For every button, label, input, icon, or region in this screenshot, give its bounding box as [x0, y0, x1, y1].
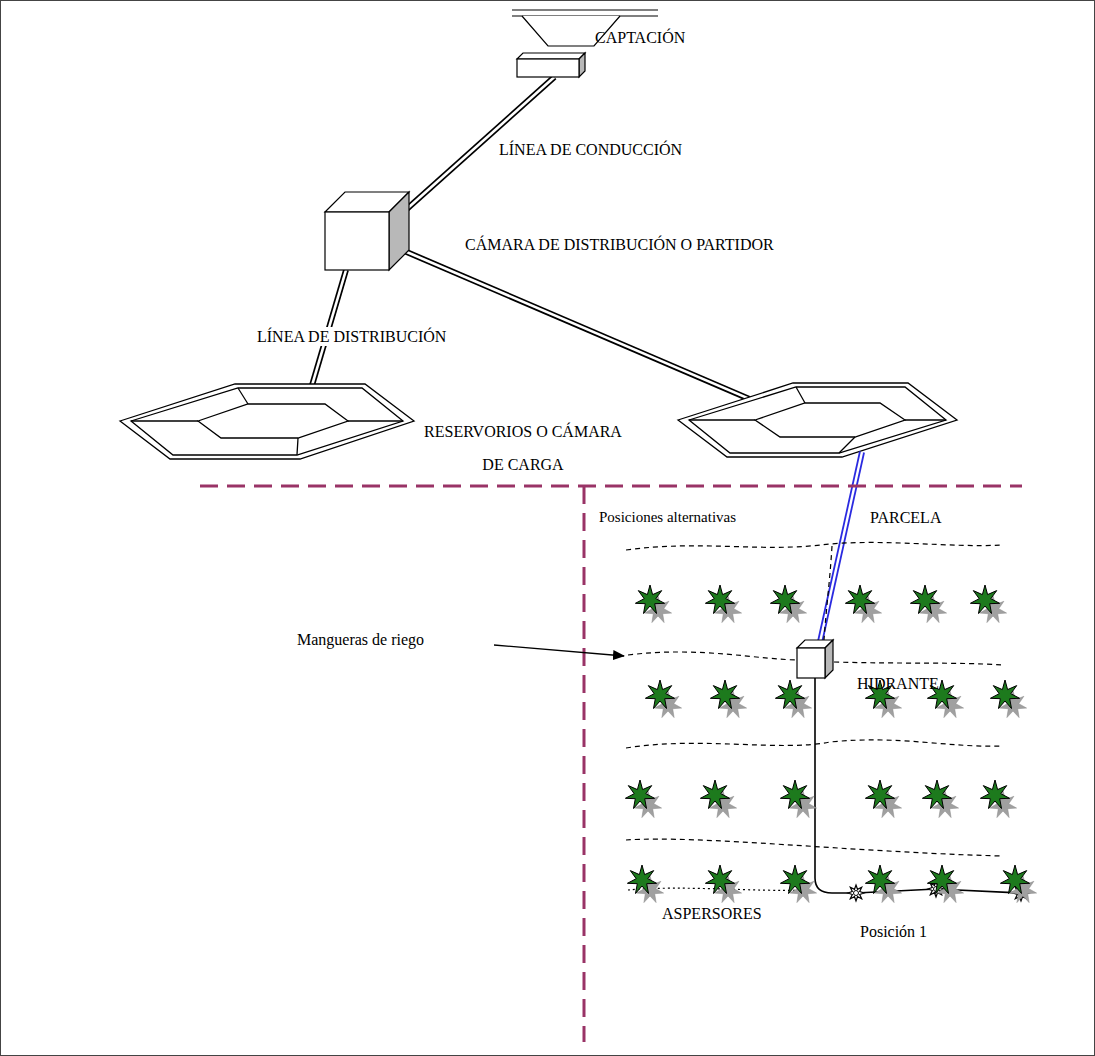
hydrant-box: HIDRANTE [797, 640, 833, 678]
reservoir-outline [120, 383, 415, 460]
callout-label: Mangueras de riego [295, 630, 426, 649]
node-label: RESERVORIOS O CÁMARA DE CARGA [418, 415, 628, 481]
pipe-label: LÍNEA DE DISTRIBUCIÓN [255, 327, 448, 346]
region-label: Posiciones alternativas [597, 508, 738, 526]
plot-boundary [200, 486, 1022, 1042]
position-label: Posición 1 [858, 922, 929, 941]
node-label: HIDRANTE [857, 674, 939, 693]
intake-box: CAPTACIÓN [517, 53, 585, 77]
node-label: CÁMARA DE DISTRIBUCIÓN O PARTIDOR [465, 235, 774, 254]
plants [625, 585, 1036, 903]
distribution-pipe [402, 250, 766, 406]
intake-box-outline [517, 53, 585, 77]
leader-arrow [494, 645, 624, 656]
reservoir: RESERVORIOS O CÁMARA DE CARGA [120, 383, 415, 460]
region-label: PARCELA [868, 508, 943, 527]
distribution-chamber-outline [325, 192, 409, 270]
sprinkler-hose [815, 678, 1021, 893]
node-label: CAPTACIÓN [595, 28, 685, 47]
reservoir [678, 383, 957, 457]
distribution-chamber: CÁMARA DE DISTRIBUCIÓN O PARTIDOR [325, 192, 409, 270]
hydrant-box-outline [797, 640, 833, 678]
pipe-label: LÍNEA DE CONDUCCIÓN [497, 140, 684, 159]
hose-positions [626, 542, 1002, 856]
part-label: ASPERSORES [660, 904, 764, 923]
hydrant-pipe [820, 452, 862, 642]
